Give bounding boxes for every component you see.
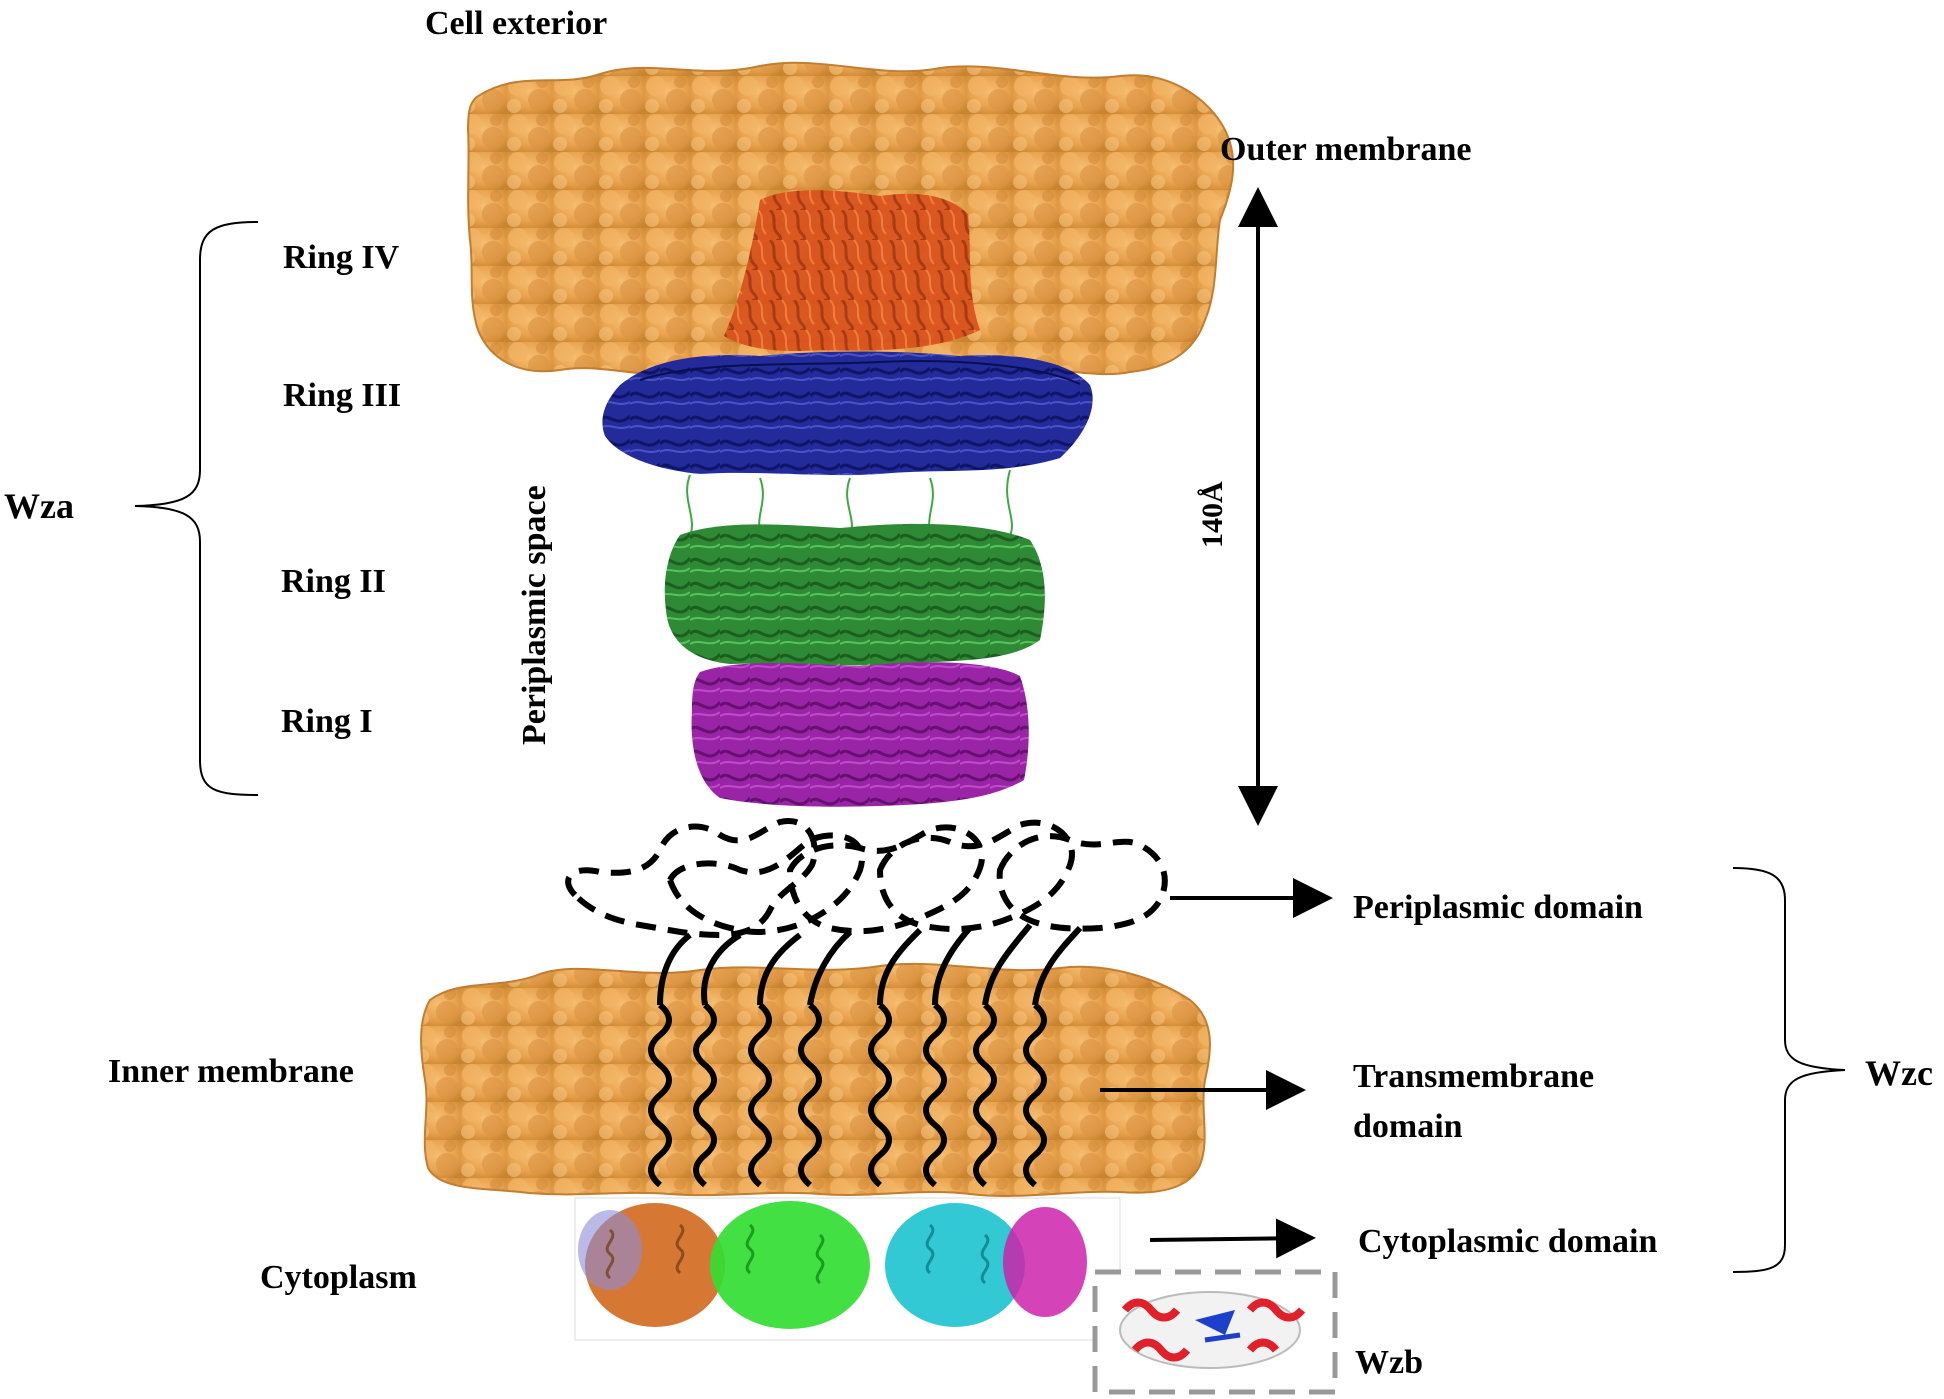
wzc-cytoplasmic-domain <box>574 1197 1121 1341</box>
periplasmic-space-label: Periplasmic space <box>516 485 553 745</box>
length-label: 140Å <box>1196 481 1229 548</box>
wza-brace <box>134 221 259 796</box>
wza-label: Wza <box>4 486 74 526</box>
ring-iv-structure <box>724 190 980 352</box>
cytoplasmic-domain-label: Cytoplasmic domain <box>1358 1223 1658 1260</box>
ring-ii-label: Ring II <box>281 563 386 600</box>
outer-membrane-label: Outer membrane <box>1220 131 1471 168</box>
cell-exterior-label: Cell exterior <box>425 5 607 42</box>
ring-i-structure <box>691 662 1029 807</box>
wzb-label: Wzb <box>1355 1344 1423 1381</box>
cytoplasmic-domain-arrow <box>1149 1218 1316 1259</box>
wzb-structure <box>1092 1269 1338 1395</box>
inner-membrane-label: Inner membrane <box>108 1053 354 1090</box>
transmembrane-domain-label-line2: domain <box>1353 1108 1463 1145</box>
ring-iii-label: Ring III <box>283 377 401 414</box>
cytoplasm-label: Cytoplasm <box>260 1259 417 1296</box>
ring-iv-label: Ring IV <box>283 239 400 276</box>
wzc-transmembrane-helices <box>648 923 1083 1188</box>
inner-membrane <box>420 962 1211 1197</box>
wzc-label: Wzc <box>1865 1053 1933 1093</box>
ring-i-label: Ring I <box>281 703 373 740</box>
ring-iii-structure <box>602 351 1093 476</box>
periplasmic-domain-label: Periplasmic domain <box>1353 889 1643 926</box>
wzc-periplasmic-domain <box>565 817 1168 939</box>
transmembrane-domain-label-line1: Transmembrane <box>1353 1058 1594 1095</box>
ring-ii-structure <box>664 523 1045 666</box>
wzc-brace <box>1732 867 1846 1273</box>
